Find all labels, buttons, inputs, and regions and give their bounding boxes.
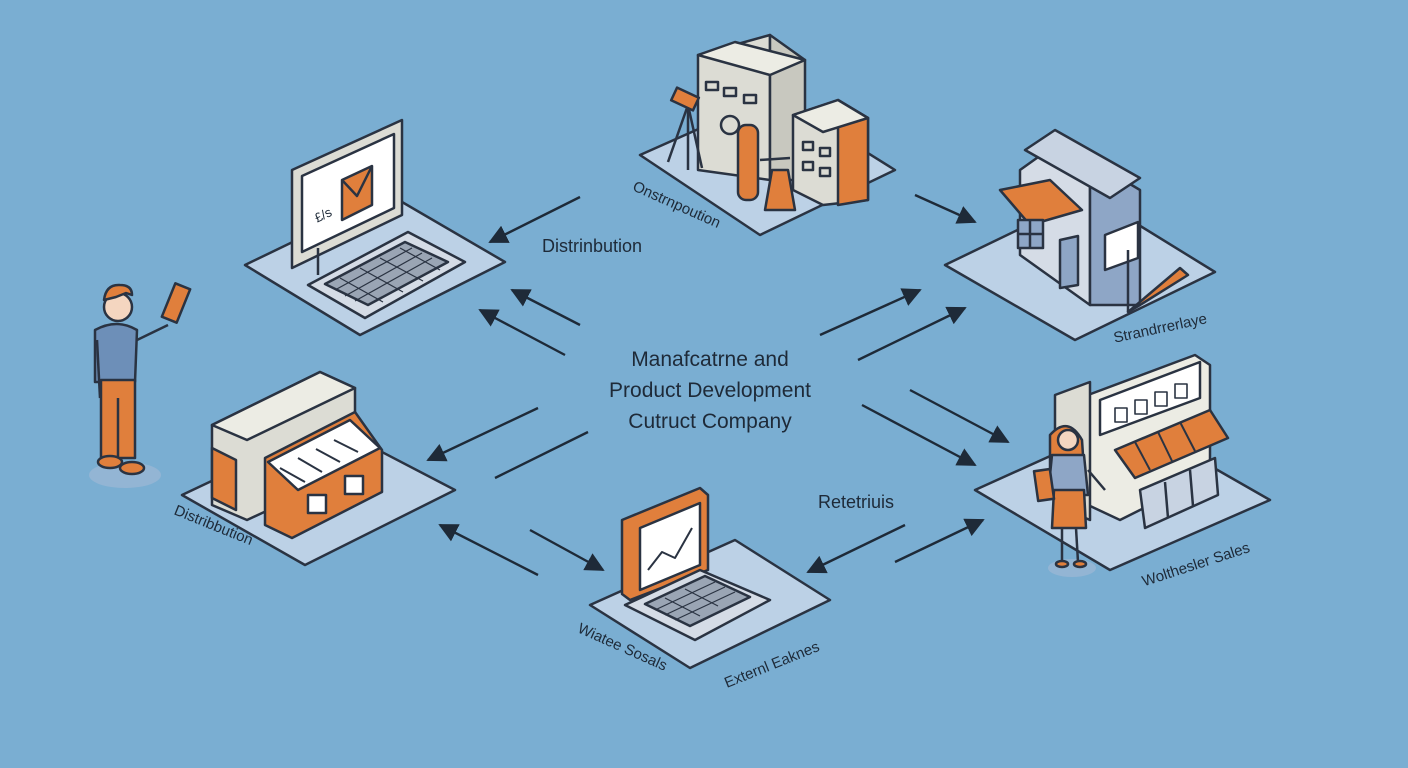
flow-arrows (426, 193, 1010, 577)
arrow-center-to-stall-1 (426, 406, 539, 462)
label-retetriuis: Retetriuis (818, 492, 895, 512)
arrow-to-shop-bottom (894, 518, 985, 564)
construction-node (638, 33, 897, 237)
wholesale-shop-node (973, 353, 1272, 577)
analytics-laptop-node (588, 486, 832, 670)
arrow-center-to-storefront-2 (857, 306, 967, 362)
arrow-laptop-to-stall (438, 523, 539, 577)
center-line-2: Product Development (609, 379, 811, 402)
label-distribution-top: Distrinbution (542, 236, 643, 256)
computer-node (243, 118, 507, 337)
arrow-to-computer (488, 195, 581, 244)
arrow-center-to-shop-2 (861, 403, 977, 467)
arrow-to-laptop (529, 528, 605, 572)
arrow-center-to-computer-2 (478, 308, 566, 357)
person-figure (89, 282, 192, 488)
arrow-center-to-storefront-1 (819, 288, 922, 337)
arrow-center-to-shop-1 (909, 388, 1010, 444)
arrow-to-storefront (914, 193, 977, 224)
arrow-center-to-stall-2 (494, 430, 589, 480)
center-line-1: Manafcatrne and (631, 348, 789, 371)
market-stall-node (180, 370, 457, 567)
center-line-3: Cutruct Company (628, 410, 792, 433)
arrow-center-to-computer-1 (510, 288, 581, 327)
arrow-to-laptop-right (806, 523, 906, 574)
center-company-title: Manafcatrne and Product Development Cutr… (560, 344, 860, 437)
storefront-node (943, 128, 1217, 342)
